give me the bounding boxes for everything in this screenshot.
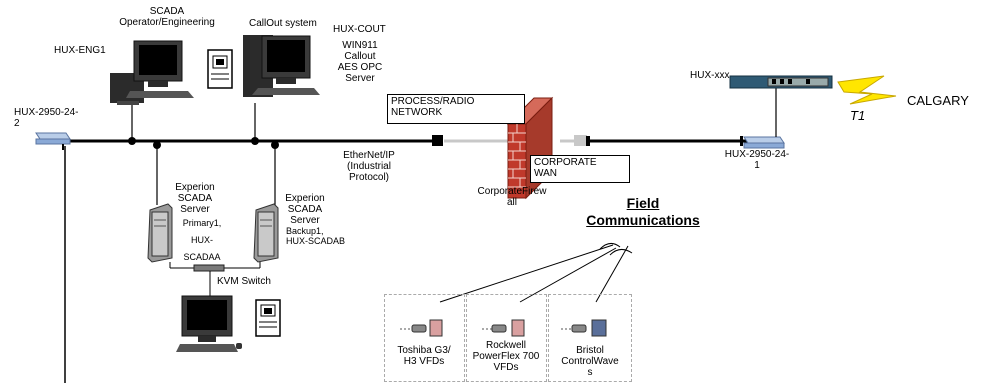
network-switch-icon: [35, 132, 71, 150]
process-radio-network-box: PROCESS/RADIO NETWORK: [387, 94, 525, 124]
corporate-firewall-label: CorporateFirew all: [477, 186, 547, 208]
toshiba-device-box: [384, 294, 465, 382]
hux-cout-label: HUX-COUT: [333, 24, 386, 35]
wan-connector-end: [586, 136, 590, 146]
left-switch-label: HUX-2950-24- 2: [14, 107, 79, 129]
calgary-label: CALGARY: [907, 93, 969, 108]
floppy-disk-icon: [255, 299, 281, 337]
vfd-device-icon: [482, 319, 525, 337]
tower-server-icon: [253, 203, 279, 263]
field-communications-title: Field Communications: [586, 195, 700, 228]
switch-tick: [740, 136, 743, 146]
floppy-disk-icon: [207, 49, 233, 89]
corporate-wan-box: CORPORATE WAN: [530, 155, 630, 183]
vfd-device-icon: [400, 319, 443, 337]
right-switch-label: HUX-2950-24- 1: [724, 149, 790, 171]
kvm-switch-label: KVM Switch: [217, 276, 271, 287]
experion-backup-label: Experion SCADA Server: [285, 193, 325, 226]
callout-system-label: CallOut system: [249, 18, 317, 29]
experion-primary-label: Experion SCADA Server: [175, 182, 215, 215]
ethernet-ip-label: EtherNet/IP (Industrial Protocol): [343, 150, 395, 183]
bristol-label: Bristol ControlWave s: [561, 345, 619, 378]
bristol-device-box: [548, 294, 632, 382]
desktop-computer-icon: [110, 40, 194, 105]
desktop-computer-icon: [176, 295, 242, 352]
hux-eng1-label: HUX-ENG1: [54, 45, 106, 56]
t1-label: T1: [850, 108, 866, 123]
experion-primary-sub-label: Primary1, HUX- SCADAA: [182, 218, 222, 262]
kvm-switch-icon: [193, 264, 225, 272]
rockwell-label: Rockwell PowerFlex 700 VFDs: [472, 340, 540, 373]
scada-operator-label: SCADA Operator/Engineering: [119, 6, 215, 28]
desktop-computer-icon: [243, 35, 320, 97]
lightning-icon: [837, 75, 897, 105]
network-switch-icon: [743, 136, 785, 149]
rockwell-device-box: [466, 294, 547, 382]
experion-backup-sub-label: Backup1, HUX-SCADAB: [286, 226, 346, 246]
toshiba-label: Toshiba G3/ H3 VFDs: [397, 345, 451, 367]
win911-label: WIN911 Callout AES OPC Server: [337, 40, 383, 84]
tower-server-icon: [147, 203, 173, 263]
modem-icon: [561, 319, 607, 337]
hux-xxx-label: HUX-xxx: [690, 70, 730, 81]
router-icon: [729, 75, 833, 89]
wan-connector: [574, 135, 587, 146]
process-connector: [432, 135, 443, 146]
